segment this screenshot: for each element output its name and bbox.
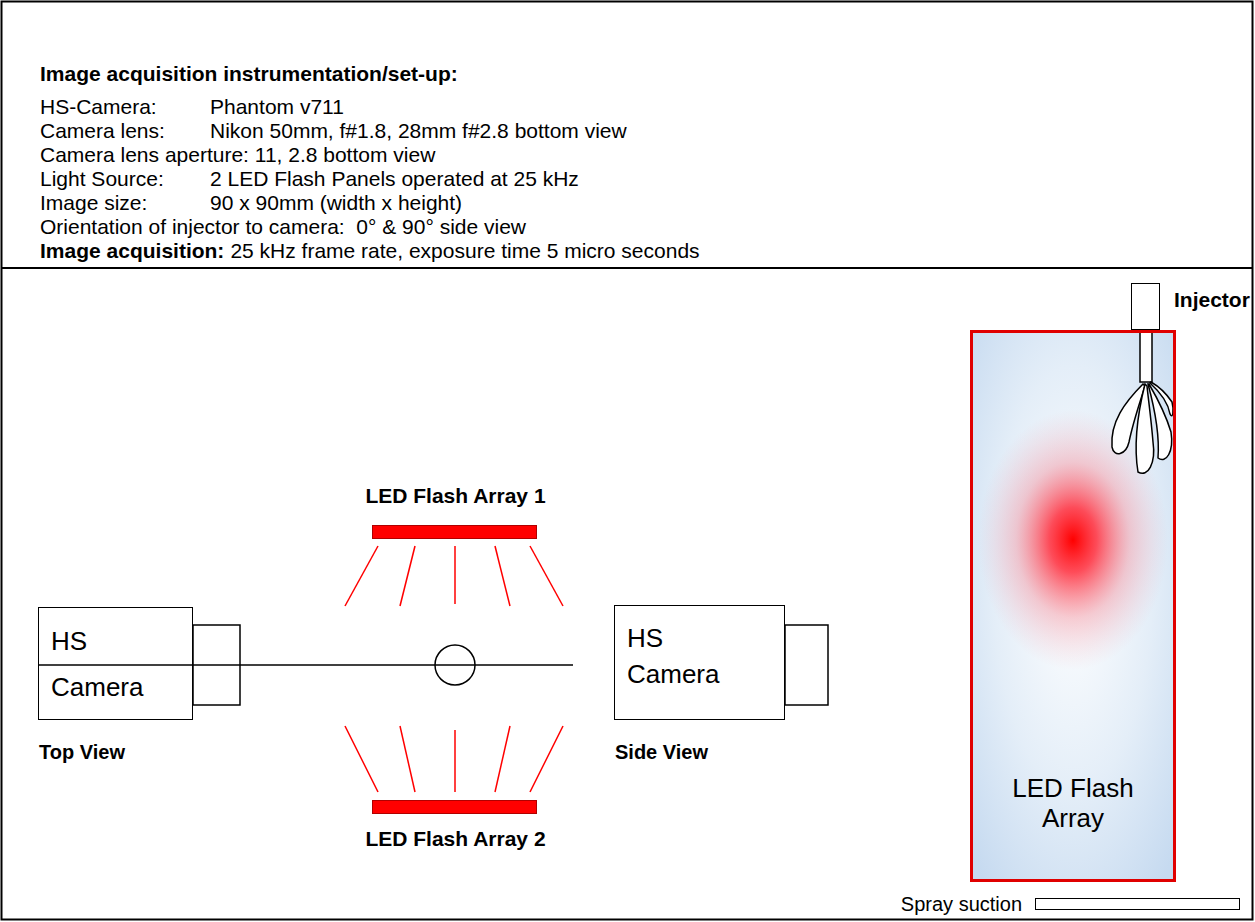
injector-label: Injector xyxy=(1174,288,1250,312)
spec-text: Nikon 50mm, f#1.8, 28mm f#2.8 bottom vie… xyxy=(210,119,627,143)
camera-box: HS CameraSide View xyxy=(614,605,785,720)
spec-text: Camera lens aperture: 11, 2.8 bottom vie… xyxy=(40,143,435,167)
camera-box: HS CameraTop View xyxy=(38,607,193,720)
spec-text: 2 LED Flash Panels operated at 25 kHz xyxy=(210,167,579,191)
light-rays xyxy=(345,546,563,792)
led-flash-chamber: LED Flash Array xyxy=(970,330,1176,882)
spec-text: HS-Camera: xyxy=(40,95,157,119)
view-label: Top View xyxy=(39,740,125,764)
spec-text: 90 x 90mm (width x height) xyxy=(210,191,462,215)
camera-label: HS Camera xyxy=(51,618,161,710)
heading-title: Image acquisition instrumentation/set-up… xyxy=(40,62,458,86)
led-panel: LED Flash Array 2 xyxy=(372,800,537,814)
optical-axis xyxy=(38,664,573,666)
chamber-ground xyxy=(970,330,1176,882)
camera-label: HS Camera xyxy=(627,620,737,692)
spec-text: Image size: xyxy=(40,191,147,215)
suction-label: Spray suction xyxy=(901,892,1022,916)
view-label: Side View xyxy=(615,740,708,764)
led-panel: LED Flash Array 1 xyxy=(372,525,537,539)
panel-label: LED Flash Array 1 xyxy=(333,484,578,508)
spec-text: Camera lens: xyxy=(40,119,165,143)
spray-plumes xyxy=(1112,382,1173,473)
spray-suction-plate: Spray suction xyxy=(1035,898,1240,910)
spec-text: Light Source: xyxy=(40,167,164,191)
camera-lens xyxy=(785,625,828,705)
spec-text: Orientation of injector to camera: 0° & … xyxy=(40,215,526,239)
spec-text: 25 kHz frame rate, exposure time 5 micro… xyxy=(230,239,699,263)
panel-label: LED Flash Array 2 xyxy=(333,827,578,851)
spec-text: Image acquisition: xyxy=(40,239,224,263)
spec-text: Phantom v711 xyxy=(210,95,344,119)
injector-body: Injector xyxy=(1131,283,1160,330)
injector-nozzle xyxy=(1140,330,1152,382)
chamber-label: LED Flash Array xyxy=(998,773,1148,833)
section-divider xyxy=(2,267,1253,269)
